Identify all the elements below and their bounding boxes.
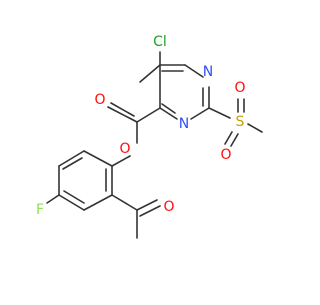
bond-s-o2-double (230, 133, 239, 147)
fluorine-label: F (36, 202, 44, 218)
bond-c6-n1 (184, 64, 204, 78)
bond-ar2-ar3 (58, 150, 85, 167)
bond-n3-c4-double (161, 103, 176, 114)
molecule-svg: Cl N N S O O O O O F (36, 34, 263, 239)
sulfonyl-oxygen-bottom-label: O (220, 147, 231, 163)
bond-carbonyl-o-double (110, 102, 135, 117)
chlorine-label: Cl (153, 34, 167, 50)
carbonyl-oxygen-label: O (94, 92, 105, 108)
bond-ar5-ar6 (83, 194, 113, 211)
bond-c2-n3 (190, 107, 210, 120)
bond-c4-carbonyl (136, 107, 161, 123)
bond-n3-c4 (159, 107, 178, 120)
molecule-drawing: Cl N N S O O O O O F (36, 34, 263, 239)
bond-carbonyl-o (107, 106, 138, 123)
sulfonyl-oxygen-top-label: O (234, 80, 245, 96)
bond-c4-c5 (139, 64, 161, 83)
bond-s-methyl (247, 123, 263, 133)
sulfur-label: S (236, 114, 245, 130)
bond-ar6-acetyl (111, 194, 138, 211)
bond-acetyl-o (136, 199, 158, 211)
acetyl-oxygen-label: O (163, 199, 174, 215)
bond-s-o2 (224, 131, 233, 145)
bond-oester-aryl (111, 155, 131, 167)
bond-c2-s (208, 107, 231, 119)
nitrogen-1-label: N (203, 64, 213, 80)
bond-ar2-ar3-double (62, 157, 83, 170)
nitrogen-3-label: N (179, 116, 189, 132)
bond-ar4-ar5-double (63, 190, 85, 204)
bond-ar4-f (46, 194, 60, 204)
ester-oxygen-label: O (119, 141, 130, 157)
bond-acetyl-o-double (139, 205, 161, 217)
atom-labels: Cl N N S O O O O O F (36, 34, 246, 218)
bond-ar1-ar2 (83, 150, 113, 167)
bond-ar4-ar5 (58, 194, 85, 211)
bonds (46, 51, 263, 239)
